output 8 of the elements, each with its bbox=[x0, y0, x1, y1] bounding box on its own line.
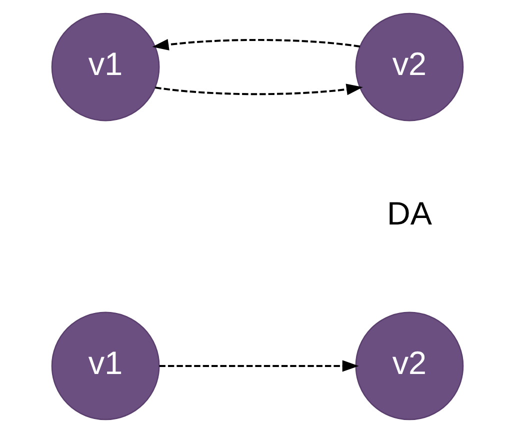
node-circle: v1 bbox=[51, 312, 160, 420]
node-circle: v2 bbox=[355, 12, 464, 122]
arrow bbox=[155, 84, 363, 96]
node-circle: v1 bbox=[51, 12, 160, 122]
arrow bbox=[152, 38, 360, 50]
arrow bbox=[159, 360, 359, 372]
label: DA bbox=[386, 195, 432, 232]
node-circle: v2 bbox=[355, 312, 464, 420]
